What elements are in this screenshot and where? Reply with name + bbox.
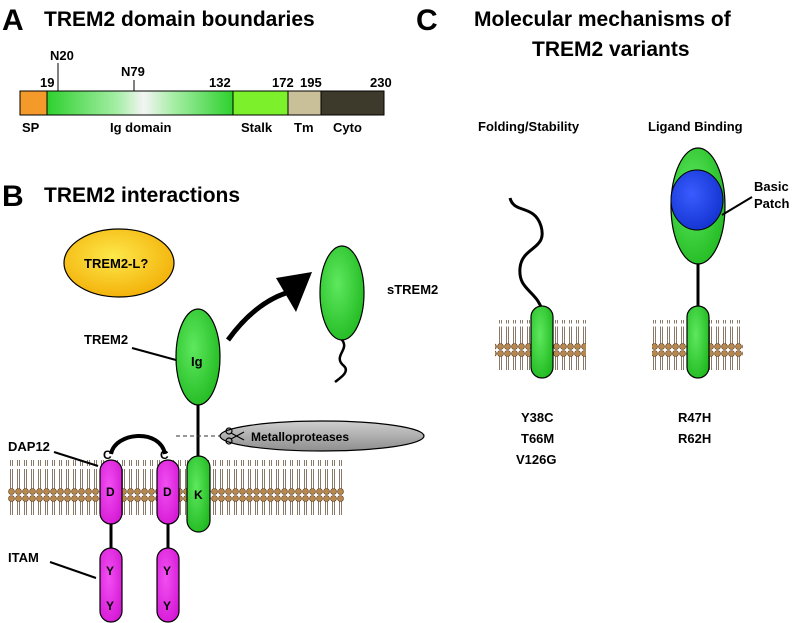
label-tm: Tm — [294, 120, 314, 135]
itam-y2-right: Y — [163, 599, 171, 613]
itam-right — [156, 547, 180, 623]
col-folding-heading: Folding/Stability — [478, 119, 580, 134]
trem2-ligand-ellipse — [63, 228, 175, 298]
dap12-d-right: D — [163, 485, 172, 499]
variant-y38c: Y38C — [521, 410, 554, 425]
basic-patch-pointer — [721, 196, 753, 216]
itam-left — [99, 547, 123, 623]
domain-tm — [287, 90, 322, 116]
domain-stalk — [232, 90, 289, 116]
col-ligand-heading: Ligand Binding — [648, 119, 743, 134]
trem2-ligand-label: TREM2-L? — [84, 256, 148, 271]
label-sp: SP — [22, 120, 40, 135]
misfolded-tm-capsule — [530, 305, 554, 379]
metalloprotease-label: Metalloproteases — [251, 430, 349, 444]
dap12-c-left: C — [103, 448, 112, 462]
basic-patch-ellipse — [670, 169, 724, 231]
itam-y2-left: Y — [106, 599, 114, 613]
panel-a-letter: A — [2, 4, 24, 37]
domain-sp — [19, 90, 48, 116]
panel-b-letter: B — [2, 180, 24, 213]
shedding-arrow-head — [276, 272, 312, 312]
misfolded-chain — [508, 197, 544, 311]
itam-y1-left: Y — [106, 564, 114, 578]
pos-195: 195 — [300, 75, 322, 90]
dap12-tm-left — [99, 459, 123, 525]
panel-c-title-line1: Molecular mechanisms of — [474, 8, 732, 31]
variant-r47h: R47H — [678, 410, 711, 425]
dap12-pointer — [53, 451, 99, 467]
panel-a-title: TREM2 domain boundaries — [44, 8, 315, 31]
trem2-tm-capsule — [186, 455, 211, 533]
pos-n79: N79 — [121, 64, 145, 79]
strem2-ellipse — [319, 245, 365, 341]
variant-r62h: R62H — [678, 431, 711, 446]
basic-patch-label-line1: Basic — [754, 179, 789, 194]
label-cyto: Cyto — [333, 120, 362, 135]
dap12-label: DAP12 — [8, 439, 50, 454]
trem2-label: TREM2 — [84, 332, 128, 347]
trem2-lysine-label: K — [194, 488, 203, 502]
dap12-d-left: D — [106, 485, 115, 499]
itam-y1-right: Y — [163, 564, 171, 578]
label-ig-domain: Ig domain — [110, 120, 171, 135]
variant-t66m: T66M — [521, 431, 554, 446]
domain-cyto — [320, 90, 385, 116]
domain-bar — [19, 90, 385, 116]
panel-b: B TREM2 interactions TREM2-L? sTREM2 Ig … — [2, 180, 438, 623]
shedding-arrow — [225, 290, 287, 342]
dap12-disulfide-bond — [109, 434, 167, 455]
basic-patch-label-line2: Patch — [754, 196, 789, 211]
dap12-c-right: C — [160, 448, 169, 462]
pos-n20: N20 — [50, 48, 74, 63]
panel-a: A TREM2 domain boundaries 19 N20 N79 132… — [2, 4, 392, 135]
pos-19: 19 — [40, 75, 54, 90]
panel-c: C Molecular mechanisms of TREM2 variants… — [416, 4, 789, 467]
pos-172: 172 — [272, 75, 294, 90]
metalloprotease-ellipse — [219, 420, 425, 452]
itam-pointer — [49, 561, 97, 579]
trem2-ig-ellipse — [175, 308, 221, 406]
strem2-tail — [334, 339, 348, 383]
ligand-tm-capsule — [686, 305, 710, 379]
panel-c-title-line2: TREM2 variants — [532, 38, 690, 61]
strem2-label: sTREM2 — [387, 282, 438, 297]
pos-230: 230 — [370, 75, 392, 90]
variant-v126g: V126G — [516, 452, 556, 467]
scissors-icon — [225, 427, 245, 445]
trem2-ig-label: Ig — [191, 354, 203, 369]
pos-132: 132 — [209, 75, 231, 90]
trem2-pointer — [131, 347, 177, 361]
label-stalk: Stalk — [241, 120, 273, 135]
panel-c-letter: C — [416, 4, 438, 37]
panel-b-title: TREM2 interactions — [44, 184, 240, 207]
dap12-tm-right — [156, 459, 180, 525]
itam-label: ITAM — [8, 550, 39, 565]
domain-ig — [46, 90, 234, 116]
